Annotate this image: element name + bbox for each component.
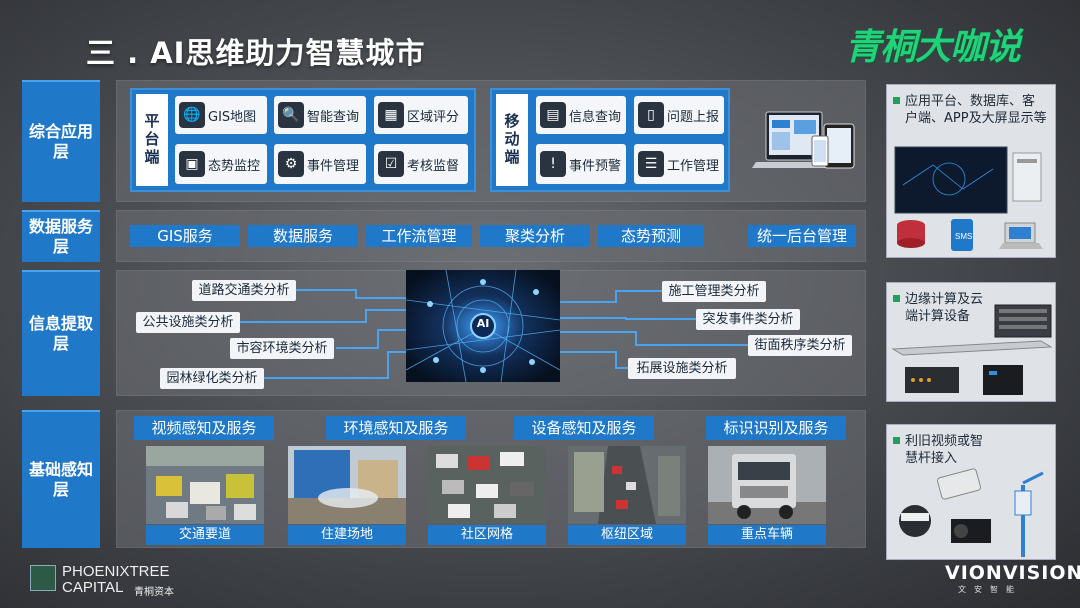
grid-score-icon: ▦: [378, 102, 404, 128]
globe-hand-icon: 🌐: [179, 102, 205, 128]
tile-assessment[interactable]: ☑ 考核监督: [374, 144, 468, 184]
sensing-environment[interactable]: 环境感知及服务: [326, 416, 466, 440]
vionvision-sub: 文安智能: [958, 585, 1022, 594]
layer-label-data: 数据服务层: [22, 210, 100, 262]
tile-situation-monitor[interactable]: ▣ 态势监控: [175, 144, 267, 184]
service-forecast[interactable]: 态势预测: [598, 225, 704, 247]
photo-construction-site: [288, 446, 406, 524]
tile-smart-query[interactable]: 🔍 智能查询: [274, 96, 366, 134]
tile-issue-report[interactable]: ▯ 问题上报: [634, 96, 724, 134]
hardware-illustration-camera: [899, 468, 1044, 557]
caption-vehicle: 重点车辆: [708, 525, 826, 545]
tile-event-warning[interactable]: ! 事件预警: [536, 144, 626, 184]
layer-label-base: 基础感知层: [22, 410, 100, 548]
connector-lines: [240, 289, 748, 379]
photo-community: [428, 446, 546, 524]
checklist-icon: ☑: [378, 151, 404, 177]
analysis-extended-facility[interactable]: 拓展设施类分析: [628, 358, 736, 379]
caption-community: 社区网格: [428, 525, 546, 545]
side-panel-app: 应用平台、数据库、客户端、APP及大屏显示等 SMS: [886, 84, 1056, 258]
cart-icon: ⚙: [278, 151, 304, 177]
tile-info-query[interactable]: ▤ 信息查询: [536, 96, 626, 134]
side-panel-camera: 利旧视频或智慧杆接入: [886, 424, 1056, 560]
tile-area-score[interactable]: ▦ 区域评分: [374, 96, 468, 134]
hardware-illustration-compute: [891, 304, 1053, 395]
ai-city-image: AI: [405, 269, 561, 383]
logo-line1: PHOENIXTREE: [62, 563, 170, 580]
photo-hub-area: [568, 446, 686, 524]
caption-traffic: 交通要道: [146, 525, 264, 545]
tile-gis-map[interactable]: 🌐 GIS地图: [175, 96, 267, 134]
sensing-video[interactable]: 视频感知及服务: [134, 416, 274, 440]
service-gis[interactable]: GIS服务: [130, 225, 240, 247]
logo-cn: 青桐资本: [134, 587, 174, 598]
analysis-road-traffic[interactable]: 道路交通类分析: [192, 280, 296, 301]
service-clustering[interactable]: 聚类分析: [480, 225, 590, 247]
analysis-street-order[interactable]: 街面秩序类分析: [748, 335, 852, 356]
side-text-app: 应用平台、数据库、客户端、APP及大屏显示等: [887, 85, 1055, 127]
alert-icon: !: [540, 151, 566, 177]
photo-traffic: [146, 446, 264, 524]
platform-title: 平台端: [136, 94, 168, 186]
layer-label-info: 信息提取层: [22, 270, 100, 396]
side-panel-compute: 边缘计算及云端计算设备: [886, 282, 1056, 402]
layer-label-app: 综合应用层: [22, 80, 100, 202]
service-backend[interactable]: 统一后台管理: [748, 225, 856, 247]
analysis-public-facility[interactable]: 公共设施类分析: [136, 312, 240, 333]
analysis-landscaping[interactable]: 园林绿化类分析: [160, 368, 264, 389]
list-icon: ☰: [638, 151, 664, 177]
sms-icon-text: SMS: [955, 232, 972, 241]
analysis-construction[interactable]: 施工管理类分析: [662, 281, 766, 302]
mobile-title: 移动端: [496, 94, 528, 186]
analysis-city-environment[interactable]: 市容环境类分析: [230, 338, 334, 359]
hardware-illustration-app: SMS: [894, 146, 1043, 251]
monitor-icon: ▣: [179, 151, 205, 177]
sensing-device[interactable]: 设备感知及服务: [514, 416, 654, 440]
photo-truck: [708, 446, 826, 524]
sensing-sign-recognition[interactable]: 标识识别及服务: [706, 416, 846, 440]
side-text-compute: 边缘计算及云端计算设备: [887, 283, 1055, 325]
phoenixtree-logo-icon: [30, 565, 56, 591]
caption-construction: 住建场地: [288, 525, 406, 545]
service-workflow[interactable]: 工作流管理: [366, 225, 472, 247]
vionvision-logo: VIONVISION: [945, 562, 1080, 584]
analysis-emergency[interactable]: 突发事件类分析: [696, 309, 800, 330]
logo-line2: CAPITAL: [62, 579, 124, 596]
caption-hub: 枢纽区域: [568, 525, 686, 545]
tile-event-manage[interactable]: ⚙ 事件管理: [274, 144, 366, 184]
page-title: 三 . AI思维助力智慧城市: [86, 36, 426, 70]
ai-label: AI: [476, 317, 490, 330]
tile-work-manage[interactable]: ☰ 工作管理: [634, 144, 724, 184]
devices-illustration: [752, 100, 862, 190]
phone-icon: ▯: [638, 102, 664, 128]
search-icon: 🔍: [278, 102, 304, 128]
side-text-camera: 利旧视频或智慧杆接入: [887, 425, 1055, 467]
service-data[interactable]: 数据服务: [248, 225, 358, 247]
document-icon: ▤: [540, 102, 566, 128]
brand-logo-text: 青桐大咖说: [845, 27, 1021, 68]
